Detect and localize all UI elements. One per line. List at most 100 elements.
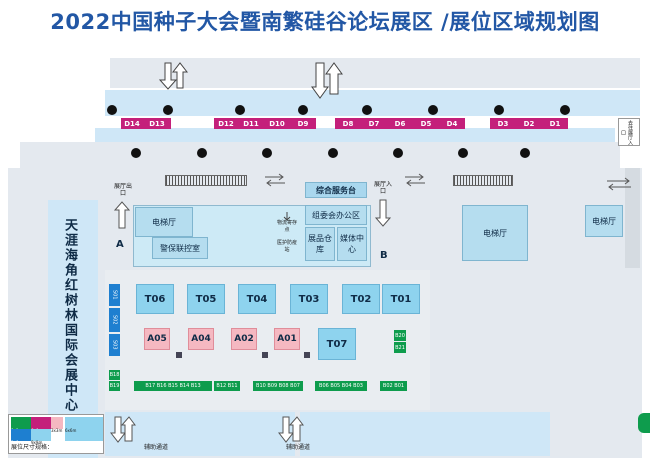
marker [176,352,182,358]
bottom-lane-right [300,412,550,456]
logistics-point: 物流寄存点 [276,220,297,233]
booth-t01[interactable]: T01 [382,284,420,314]
upper-lane [105,90,640,116]
marker [304,352,310,358]
hall-entrance-label: 展厅入口 [373,181,392,195]
page-title: 2022中国种子大会暨南繁硅谷论坛展区 /展位区域规划图 [50,10,600,34]
right-lower-floor [436,268,626,408]
booth-b02-b01[interactable]: B02 B01 [380,381,407,391]
gate-a: A [116,239,124,250]
booth-d14[interactable]: D14 [121,118,143,129]
legend-swatch: 6x6m [31,417,51,433]
booth-d2[interactable]: D2 [516,118,542,129]
medical-point: 医护防疫站 [276,240,297,253]
booth-d6[interactable]: D6 [387,118,413,129]
marker [262,352,268,358]
booth-a01[interactable]: A01 [274,328,300,350]
legend-title: 展位尺寸规格： [11,444,54,451]
booth-s01[interactable]: S01 [109,284,120,306]
elevator-right: 电梯厅 [585,205,623,237]
side-venue-label: 天涯海角红树林国际会展中心 [62,218,77,413]
booth-d11[interactable]: D11 [238,118,264,129]
service-desk[interactable]: 综合服务台 [305,182,367,198]
top-arrow-mid [310,60,344,100]
booth-d10[interactable]: D10 [264,118,290,129]
exit-arrow-icon [112,200,132,230]
exhibit-storage: 展品仓库 [305,227,335,261]
top-arrow-left [155,60,189,90]
pillar [131,148,141,158]
org-office: 组委会办公区 [305,205,367,225]
bottom-arrow-left [109,415,136,443]
booth-d3[interactable]: D3 [490,118,516,129]
legend-swatch: 6x6m [65,417,103,441]
entrance-arrow-icon [373,198,393,228]
top-arrow-left-b [170,72,188,100]
double-arrow-icon [403,172,427,187]
booth-b19[interactable]: B19 [109,381,120,391]
small-arrow-icon [281,207,293,221]
passage-label-left: 辅助通道 [143,444,168,451]
pillar [262,148,272,158]
legend-swatch: 9x9m [31,429,51,445]
booth-s03[interactable]: S03 [109,334,120,356]
grille-left [165,175,247,186]
lower-lane [95,128,615,142]
pillar [163,105,173,115]
pillar [560,105,570,115]
booth-t06[interactable]: T06 [136,284,174,314]
legend-swatch: 9x9m [11,417,31,433]
booth-d5[interactable]: D5 [413,118,439,129]
pillar [298,105,308,115]
booth-b18[interactable]: B18 [109,370,120,380]
booth-d7[interactable]: D7 [361,118,387,129]
elevator-left: 电梯厅 [135,207,193,237]
booth-d9[interactable]: D9 [290,118,316,129]
booth-b10-b07[interactable]: B10 B09 B08 B07 [253,381,303,391]
pillar [520,148,530,158]
security-room: 警保联控室 [152,237,208,259]
booth-t02[interactable]: T02 [342,284,380,314]
booth-t03[interactable]: T03 [290,284,328,314]
pillar [393,148,403,158]
pillar [458,148,468,158]
pillar [235,105,245,115]
booth-a05[interactable]: A05 [144,328,170,350]
booth-b20[interactable]: B20 [394,330,406,341]
booth-a02[interactable]: A02 [231,328,257,350]
booth-b06-b03[interactable]: B06 B05 B04 B03 [315,381,367,391]
legend-swatch: 3x6m [11,429,31,445]
green-corner [638,413,650,433]
side-door-sign: 去往展厅入口 [618,118,640,146]
pillar [428,105,438,115]
top-band [110,58,640,88]
pillar [328,148,338,158]
booth-t05[interactable]: T05 [187,284,225,314]
gate-b: B [380,250,388,261]
right-column [625,168,640,268]
bottom-arrow-mid [277,415,304,443]
pillar [107,105,117,115]
booth-t04[interactable]: T04 [238,284,276,314]
double-arrow-icon [605,176,633,191]
booth-t07[interactable]: T07 [318,328,356,360]
media-center: 媒体中心 [337,227,367,261]
passage-label-mid: 辅助通道 [285,444,310,451]
booth-a04[interactable]: A04 [188,328,214,350]
pillar [362,105,372,115]
booth-d12[interactable]: D12 [214,118,238,129]
booth-b21[interactable]: B21 [394,342,406,353]
booth-d1[interactable]: D1 [542,118,568,129]
booth-s02[interactable]: S02 [109,308,120,332]
hall-exit-label: 展厅出口 [113,183,132,197]
elevator-mid: 电梯厅 [462,205,528,261]
bottom-lane-left [105,412,295,456]
booth-b17-b13[interactable]: B17 B16 B15 B14 B13 [134,381,212,391]
booth-d4[interactable]: D4 [439,118,465,129]
booth-d8[interactable]: D8 [335,118,361,129]
double-arrow-icon [263,172,287,187]
pillar [494,105,504,115]
booth-b12-b11[interactable]: B12 B11 [214,381,240,391]
road-band [20,142,620,170]
booth-d13[interactable]: D13 [143,118,171,129]
